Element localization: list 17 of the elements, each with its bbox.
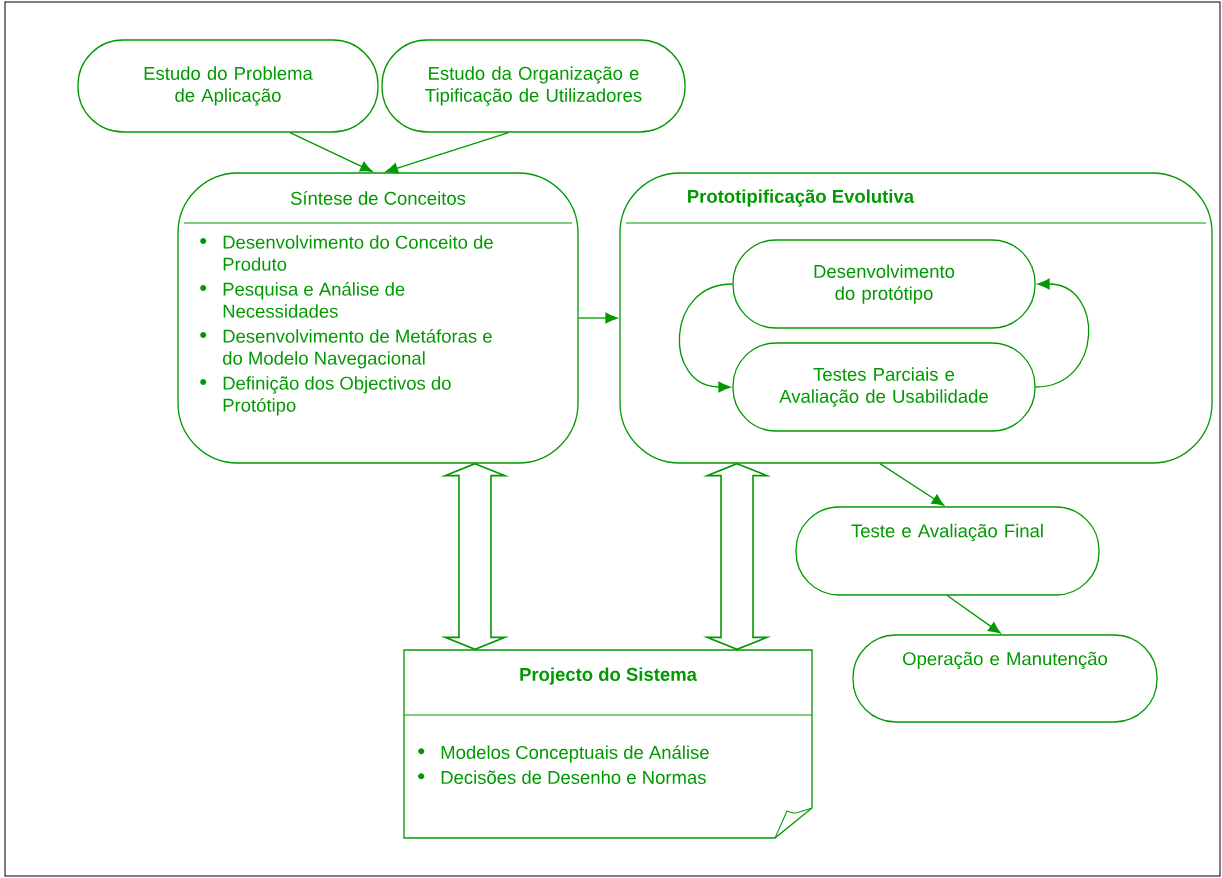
rounded-box: Desenvolvimento do protótipo bbox=[732, 239, 1036, 329]
rounded-box: Testes Parciais e Avaliação de Usabilidade bbox=[732, 342, 1036, 432]
arrow bbox=[946, 595, 1001, 634]
arrow bbox=[385, 132, 510, 174]
double-arrow bbox=[702, 462, 772, 651]
rounded-box: Operação e Manutenção bbox=[852, 634, 1158, 723]
arrow bbox=[678, 283, 733, 393]
arrow bbox=[289, 132, 373, 172]
arrow bbox=[578, 312, 618, 324]
stage-box: Síntese de Conceitos Desenvolvimento do Conceito de Produto Pesquisa e Análise de Necessidades Desenvolvimento de Metáforas e do Modelo Navegacional Definição dos Objectivos do Protótipo bbox=[177, 172, 579, 464]
arrow bbox=[1035, 278, 1090, 388]
arrow bbox=[879, 463, 945, 506]
rounded-box: Estudo da Organização e Tipificação de Utilizadores bbox=[381, 39, 686, 133]
rounded-box: Estudo do Problema de Aplicação bbox=[77, 39, 379, 133]
document-box: Projecto do Sistema Modelos Conceptuais de Análise Decisões de Desenho e Normas bbox=[403, 649, 813, 839]
rounded-box: Teste e Avaliação Final bbox=[795, 506, 1100, 596]
double-arrow bbox=[440, 462, 510, 651]
